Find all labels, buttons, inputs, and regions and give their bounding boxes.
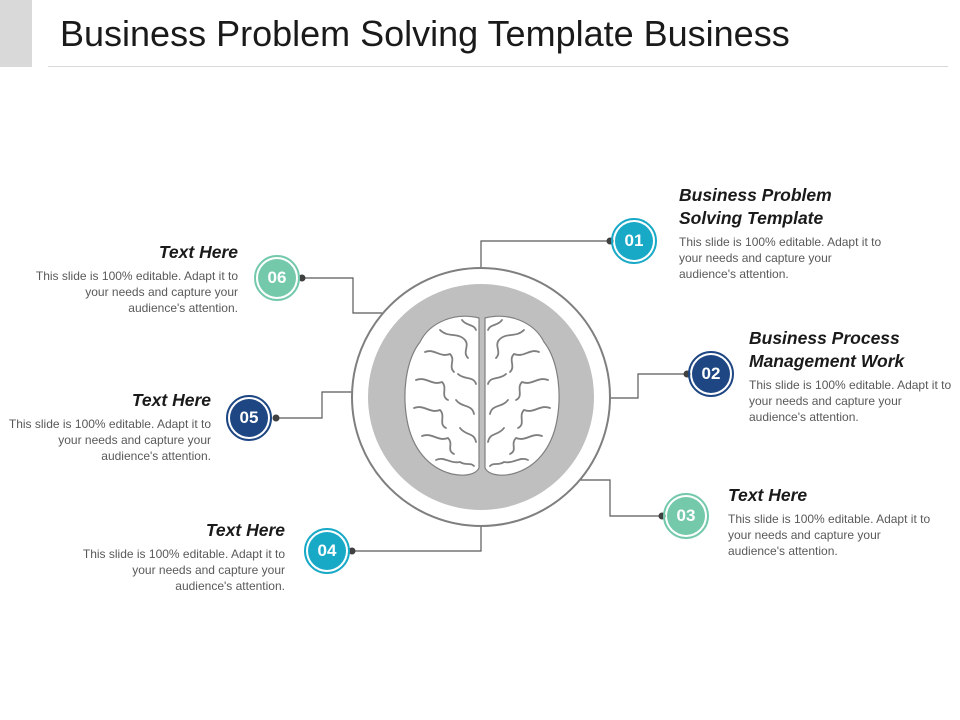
item-02-heading-line2: Management Work [749, 351, 905, 371]
step-number-03: 03 [667, 497, 705, 535]
slide-title: Business Problem Solving Template Busine… [60, 13, 790, 54]
connector-01 [480, 240, 610, 268]
item-06-heading: Text Here [158, 242, 238, 262]
item-01-heading-line1: Business Problem [679, 185, 832, 205]
step-badge-05: 05 [226, 395, 272, 441]
item-04-heading: Text Here [205, 520, 285, 540]
item-05-heading: Text Here [131, 390, 211, 410]
connector-04 [352, 526, 482, 552]
item-05-text: Text Here This slide is 100% editable. A… [6, 389, 211, 464]
item-04-body: This slide is 100% editable. Adapt it to… [82, 547, 285, 593]
connector-06 [302, 277, 382, 314]
step-badge-06: 06 [254, 255, 300, 301]
connector-05 [276, 391, 352, 419]
step-number-02: 02 [692, 355, 730, 393]
connector-dot-06 [298, 274, 306, 282]
step-badge-03: 03 [663, 493, 709, 539]
step-number-04: 04 [308, 532, 346, 570]
item-01-heading: Business Problem Solving Template [679, 184, 884, 230]
step-number-01: 01 [615, 222, 653, 260]
item-02-heading-line1: Business Process [749, 328, 900, 348]
item-01-heading-line2: Solving Template [679, 208, 824, 228]
step-badge-02: 02 [688, 351, 734, 397]
item-03-text: Text Here This slide is 100% editable. A… [728, 484, 933, 559]
item-02-heading: Business Process Management Work [749, 327, 954, 373]
hub-disc [368, 284, 594, 510]
step-badge-04: 04 [304, 528, 350, 574]
step-number-06: 06 [258, 259, 296, 297]
item-04-text: Text Here This slide is 100% editable. A… [80, 519, 285, 594]
connector-dot-05 [272, 414, 280, 422]
item-06-body: This slide is 100% editable. Adapt it to… [35, 269, 238, 315]
connector-03 [580, 479, 662, 517]
item-02-body: This slide is 100% editable. Adapt it to… [749, 378, 952, 424]
connector-lines [276, 240, 687, 552]
item-01-body: This slide is 100% editable. Adapt it to… [679, 235, 882, 281]
item-03-heading: Text Here [728, 485, 808, 505]
item-01-text: Business Problem Solving Template This s… [679, 184, 884, 282]
title-accent-bar [0, 0, 32, 67]
title-divider [48, 66, 948, 67]
item-05-body: This slide is 100% editable. Adapt it to… [8, 417, 211, 463]
item-02-text: Business Process Management Work This sl… [749, 327, 954, 425]
step-number-05: 05 [230, 399, 268, 437]
step-badge-01: 01 [611, 218, 657, 264]
item-06-text: Text Here This slide is 100% editable. A… [33, 241, 238, 316]
connector-02 [610, 373, 687, 399]
brain-icon [404, 315, 560, 476]
connector-dot-04 [348, 547, 356, 555]
item-03-body: This slide is 100% editable. Adapt it to… [728, 512, 931, 558]
